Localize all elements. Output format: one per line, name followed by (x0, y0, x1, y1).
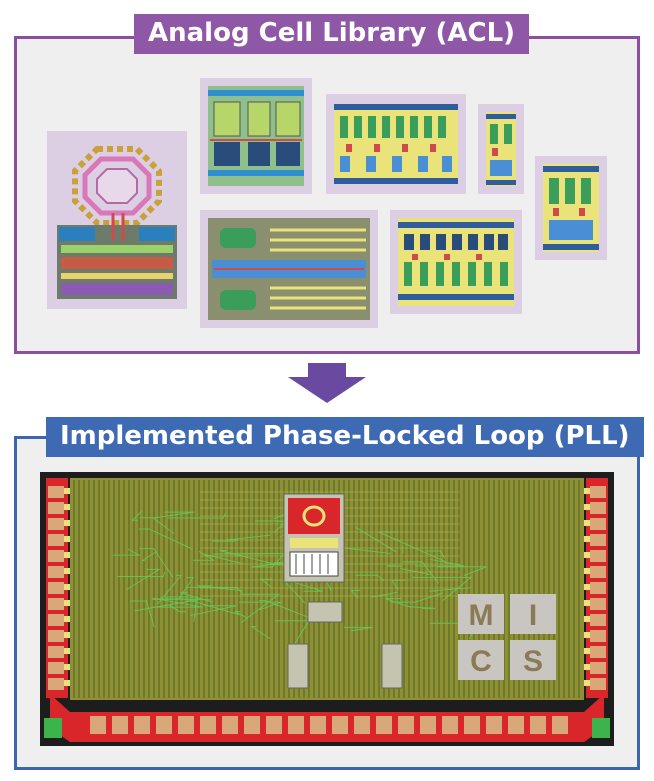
logo-letter-m: M (469, 599, 494, 632)
cell-layout-inductor (47, 131, 187, 309)
pll-title: Implemented Phase-Locked Loop (PLL) (46, 417, 644, 457)
cell-layout-4 (478, 104, 524, 194)
logo-letter-c: C (470, 645, 492, 678)
logo-letter-s: S (523, 645, 543, 678)
cell-layout-3 (326, 94, 466, 194)
pll-chip-layout: M I C S (40, 472, 614, 746)
mics-logo: M I C S (458, 594, 556, 680)
acl-title: Analog Cell Library (ACL) (134, 14, 530, 54)
cell-layout-6 (200, 210, 378, 328)
cell-layout-7 (390, 210, 522, 314)
cell-layout-2 (200, 78, 312, 194)
logo-letter-i: I (529, 599, 537, 632)
cell-layout-5 (535, 156, 607, 260)
down-arrow-icon (288, 363, 366, 403)
